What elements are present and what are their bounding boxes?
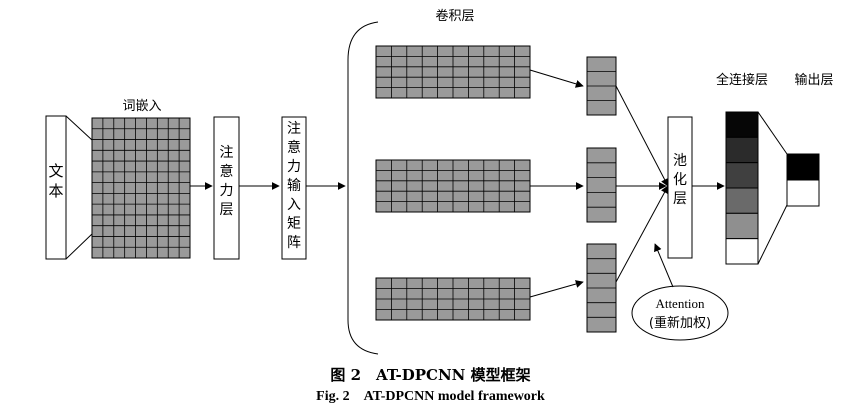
arrow-conv1-to-map1 xyxy=(529,69,584,88)
output-neuron-2 xyxy=(786,179,820,207)
arrow-conv3-to-map3 xyxy=(529,280,584,298)
attention-matrix-label: 注意力输入矩阵 xyxy=(287,121,301,251)
arrow-map3-to-pool xyxy=(615,185,669,283)
text-input-label: 文本 xyxy=(48,162,63,200)
feature-map-3 xyxy=(586,243,617,333)
embedding-matrix xyxy=(91,117,191,259)
output-neuron-1 xyxy=(786,153,820,181)
feature-map-2 xyxy=(586,147,617,223)
arrow-attention-to-pool xyxy=(654,243,674,288)
conv-feature-grid-1 xyxy=(375,45,531,99)
diagram: 文本 词嵌入 注意力层 注意力输入矩阵 卷积层 池化层 Attention (重… xyxy=(45,8,834,355)
figure-caption: 图 2 AT-DPCNN 模型框架 Fig. 2 AT-DPCNN model … xyxy=(0,364,861,408)
attention-reweighting-line1: Attention xyxy=(655,296,705,311)
link-fc-to-output-bottom xyxy=(757,204,788,265)
pooling-layer-label: 池化层 xyxy=(673,153,687,207)
fully-connected-layer xyxy=(725,111,759,265)
arrow-map1-to-pool xyxy=(615,85,669,187)
feature-maps xyxy=(586,56,617,333)
pooling-layer-box: 池化层 xyxy=(667,116,693,259)
fully-connected-label: 全连接层 xyxy=(716,72,768,88)
conv-grids xyxy=(375,45,531,321)
output-layer xyxy=(786,153,820,207)
feature-map-1 xyxy=(586,56,617,116)
attention-layer-box: 注意力层 xyxy=(213,116,240,260)
fc-neuron-1 xyxy=(725,111,759,138)
caption-chinese: 图 2 AT-DPCNN 模型框架 xyxy=(330,366,531,384)
conv-feature-grid-2 xyxy=(375,159,531,213)
output-layer-label: 输出层 xyxy=(794,72,833,88)
word-embedding-label: 词嵌入 xyxy=(122,99,161,114)
conv-feature-grid-3 xyxy=(375,277,531,321)
fc-neuron-3 xyxy=(725,162,759,189)
fc-neuron-2 xyxy=(725,136,759,164)
attention-reweighting: Attention (重新加权) xyxy=(631,285,729,341)
attention-matrix-box: 注意力输入矩阵 xyxy=(281,116,307,260)
text-input-block: 文本 xyxy=(45,115,93,260)
conv-layer-brace xyxy=(347,21,379,355)
attention-reweighting-line2: (重新加权) xyxy=(649,315,711,331)
link-fc-to-output-top xyxy=(757,111,788,155)
convolution-layer-label: 卷积层 xyxy=(435,8,474,24)
caption-english: Fig. 2 AT-DPCNN model framework xyxy=(316,389,545,404)
word-embedding-grid xyxy=(91,117,191,259)
fc-neuron-5 xyxy=(725,212,759,240)
fc-neuron-6 xyxy=(725,238,759,265)
fc-neuron-4 xyxy=(725,187,759,214)
attention-layer-label: 注意力层 xyxy=(220,145,234,218)
